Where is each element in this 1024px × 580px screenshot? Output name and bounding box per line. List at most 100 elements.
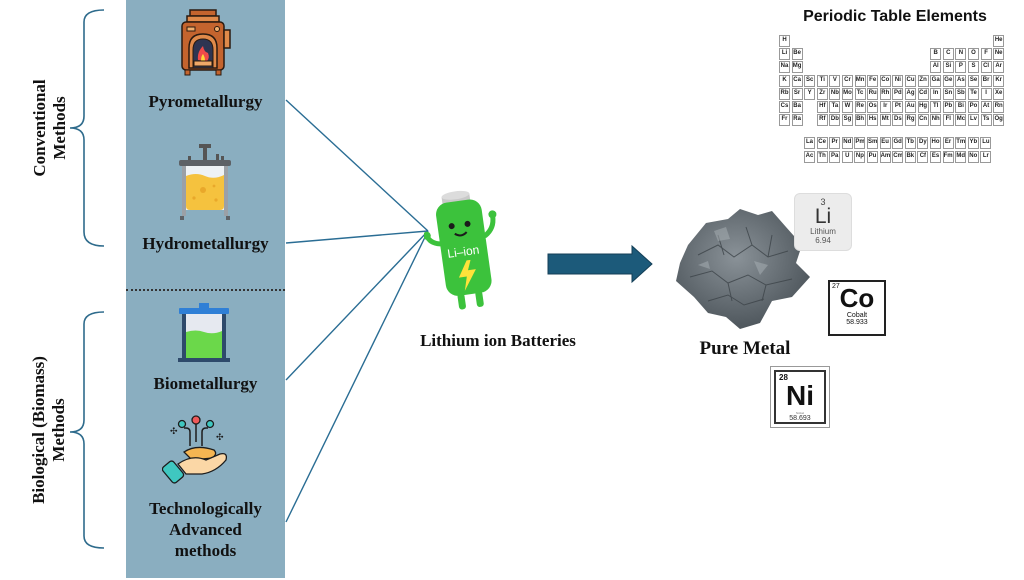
element-cell-pa: Pa (829, 150, 841, 163)
element-cell-am: Am (879, 150, 891, 163)
metal-ore-icon (676, 209, 810, 329)
element-cell-cf: Cf (917, 150, 929, 163)
connector-tech-advanced (285, 230, 429, 523)
svg-text:✣: ✣ (170, 426, 178, 436)
element-cell-ru: Ru (867, 87, 879, 100)
element-cell-re: Re (854, 101, 866, 113)
lithium-number: 3 (820, 197, 826, 207)
element-cell-es: Es (930, 150, 941, 163)
element-cell-hs: Hs (867, 114, 879, 127)
element-cell-se: Se (968, 74, 979, 87)
element-cell-pt: Pt (892, 101, 904, 113)
element-cell-n: N (955, 48, 967, 61)
element-cell-h: H (779, 35, 790, 47)
element-cell-ge: Ge (942, 74, 954, 87)
element-cell-nd: Nd (841, 137, 853, 150)
element-cell-po: Po (968, 101, 979, 113)
element-cell-be: Be (791, 48, 803, 61)
element-cell-lv: Lv (968, 114, 979, 127)
element-cell-si: Si (942, 61, 954, 74)
element-cell-rb: Rb (779, 87, 790, 100)
element-cell-sr: Sr (791, 87, 803, 100)
element-cell-fm: Fm (942, 150, 954, 163)
method-biometallurgy: Biometallurgy (153, 374, 258, 393)
conventional-bracket (69, 9, 105, 247)
element-cell-rg: Rg (905, 114, 916, 127)
element-cell-ts: Ts (980, 114, 992, 127)
element-cell-og: Og (993, 114, 1005, 127)
element-cell-fr: Fr (779, 114, 790, 127)
element-cell-s: S (968, 61, 979, 74)
element-cell-cs: Cs (779, 101, 790, 113)
element-cell-au: Au (905, 101, 916, 113)
nickel-symbol: Ni (786, 380, 814, 411)
element-cell-br: Br (980, 74, 992, 87)
element-cell-v: V (829, 74, 841, 87)
element-cell-te: Te (968, 87, 979, 100)
element-cell-lu: Lu (980, 137, 992, 150)
element-cell-li: Li (779, 48, 790, 61)
element-cell-c: C (942, 48, 954, 61)
svg-text:✣: ✣ (216, 432, 224, 442)
element-card-nickel: 28 Ni Nickel 58.693 (770, 366, 830, 428)
element-cell-o: O (968, 48, 979, 61)
element-cell-b: B (930, 48, 942, 61)
element-cell-yb: Yb (967, 137, 979, 150)
group-divider (126, 289, 285, 291)
element-cell-ds: Ds (892, 114, 904, 127)
element-cell-cm: Cm (892, 150, 904, 163)
element-cell-dy: Dy (917, 137, 929, 150)
element-cell-mn: Mn (854, 74, 866, 87)
connector-hydrometallurgy (285, 230, 429, 244)
group-brackets (69, 9, 105, 549)
tech-hand-icon: ✣ ✣ (162, 415, 228, 484)
element-cell-p: P (955, 61, 967, 74)
element-cell-rf: Rf (816, 114, 828, 127)
element-cell-ac: Ac (804, 150, 815, 163)
element-cell-as: As (955, 74, 967, 87)
battery-badge-text: Li–ion (447, 243, 481, 261)
element-cell-tm: Tm (955, 137, 967, 150)
reactor-vessel-icon (179, 144, 231, 220)
furnace-icon (181, 9, 231, 76)
element-cell-mo: Mo (842, 87, 853, 100)
element-cell-ag: Ag (905, 87, 916, 100)
connector-biometallurgy (285, 230, 429, 381)
element-card-cobalt: 27 Co Cobalt 58.933 (828, 280, 886, 336)
element-cell-cd: Cd (917, 87, 929, 100)
element-cell-bi: Bi (955, 101, 967, 113)
cobalt-symbol: Co (839, 283, 875, 313)
element-cell-pd: Pd (892, 87, 904, 100)
element-cell-db: Db (829, 114, 841, 127)
element-cell-ga: Ga (930, 74, 942, 87)
element-cell-np: Np (854, 150, 866, 163)
periodic-table-title: Periodic Table Elements (803, 8, 987, 25)
connector-pyrometallurgy (285, 99, 429, 232)
element-cell-pu: Pu (867, 150, 878, 163)
element-cell-sn: Sn (942, 87, 954, 100)
element-cell-y: Y (804, 87, 816, 100)
element-cell-in: In (930, 87, 942, 100)
element-cell-ce: Ce (816, 137, 828, 150)
nickel-name: Nickel (795, 411, 805, 415)
element-cell-no: No (967, 150, 979, 163)
element-cell-pr: Pr (829, 137, 841, 150)
element-cell-lr: Lr (980, 150, 992, 163)
element-cell-la: La (804, 137, 815, 150)
element-cell-kr: Kr (993, 74, 1005, 87)
element-cell-ar: Ar (993, 61, 1005, 74)
element-cell-cr: Cr (842, 74, 853, 87)
element-cell-zr: Zr (816, 87, 828, 100)
element-cell-ni: Ni (892, 74, 904, 87)
element-cell-rh: Rh (879, 87, 891, 100)
element-cell-xe: Xe (993, 87, 1005, 100)
element-cell-i: I (980, 87, 992, 100)
element-cell-os: Os (867, 101, 879, 113)
cobalt-mass: 58.933 (846, 319, 868, 326)
element-cell-cl: Cl (980, 61, 992, 74)
method-hydrometallurgy: Hydrometallurgy (142, 234, 269, 253)
element-cell-md: Md (955, 150, 967, 163)
element-cell-fe: Fe (867, 74, 879, 87)
element-cell-sg: Sg (842, 114, 853, 127)
